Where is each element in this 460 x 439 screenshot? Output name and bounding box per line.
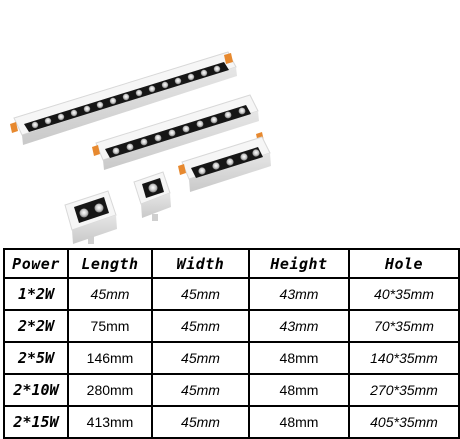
header-hole: Hole [348, 248, 460, 279]
square-light-single [133, 171, 171, 221]
cell-height: 43mm [248, 277, 350, 311]
mounting-clip [224, 53, 233, 64]
product-photo [10, 51, 271, 244]
table-row: 2*5W 146mm 45mm 48mm 140*35mm [3, 341, 460, 375]
strip-light-5w [178, 136, 271, 192]
header-width: Width [151, 248, 250, 279]
square-light-double [64, 190, 117, 244]
cell-height: 48mm [248, 405, 350, 439]
cell-width: 45mm [151, 405, 250, 439]
cell-hole: 270*35mm [348, 373, 460, 407]
cell-length: 45mm [67, 277, 153, 311]
header-power: Power [3, 248, 69, 279]
cell-hole: 40*35mm [348, 277, 460, 311]
cell-width: 45mm [151, 309, 250, 343]
strip-light-15w [10, 51, 237, 145]
cell-length: 75mm [67, 309, 153, 343]
header-length: Length [67, 248, 153, 279]
cell-length: 280mm [67, 373, 153, 407]
table-row: 2*10W 280mm 45mm 48mm 270*35mm [3, 373, 460, 407]
mounting-clip [92, 145, 100, 156]
cell-length: 413mm [67, 405, 153, 439]
strip-light-10w [92, 94, 264, 170]
mounting-clip [10, 122, 18, 133]
table-row: 2*15W 413mm 45mm 48mm 405*35mm [3, 405, 460, 439]
cell-hole: 140*35mm [348, 341, 460, 375]
cell-height: 48mm [248, 373, 350, 407]
spec-table: Power Length Width Height Hole 1*2W 45mm… [3, 248, 460, 439]
cell-length: 146mm [67, 341, 153, 375]
cell-width: 45mm [151, 373, 250, 407]
table-header-row: Power Length Width Height Hole [3, 248, 460, 279]
cell-height: 48mm [248, 341, 350, 375]
cell-width: 45mm [151, 341, 250, 375]
header-height: Height [248, 248, 350, 279]
cell-power: 1*2W [3, 277, 69, 311]
table-row: 1*2W 45mm 45mm 43mm 40*35mm [3, 277, 460, 311]
mounting-clip [178, 164, 186, 175]
cell-power: 2*10W [3, 373, 69, 407]
cell-hole: 405*35mm [348, 405, 460, 439]
table-row: 2*2W 75mm 45mm 43mm 70*35mm [3, 309, 460, 343]
cell-hole: 70*35mm [348, 309, 460, 343]
cell-power: 2*15W [3, 405, 69, 439]
cell-power: 2*2W [3, 309, 69, 343]
cell-power: 2*5W [3, 341, 69, 375]
cell-height: 43mm [248, 309, 350, 343]
cell-width: 45mm [151, 277, 250, 311]
